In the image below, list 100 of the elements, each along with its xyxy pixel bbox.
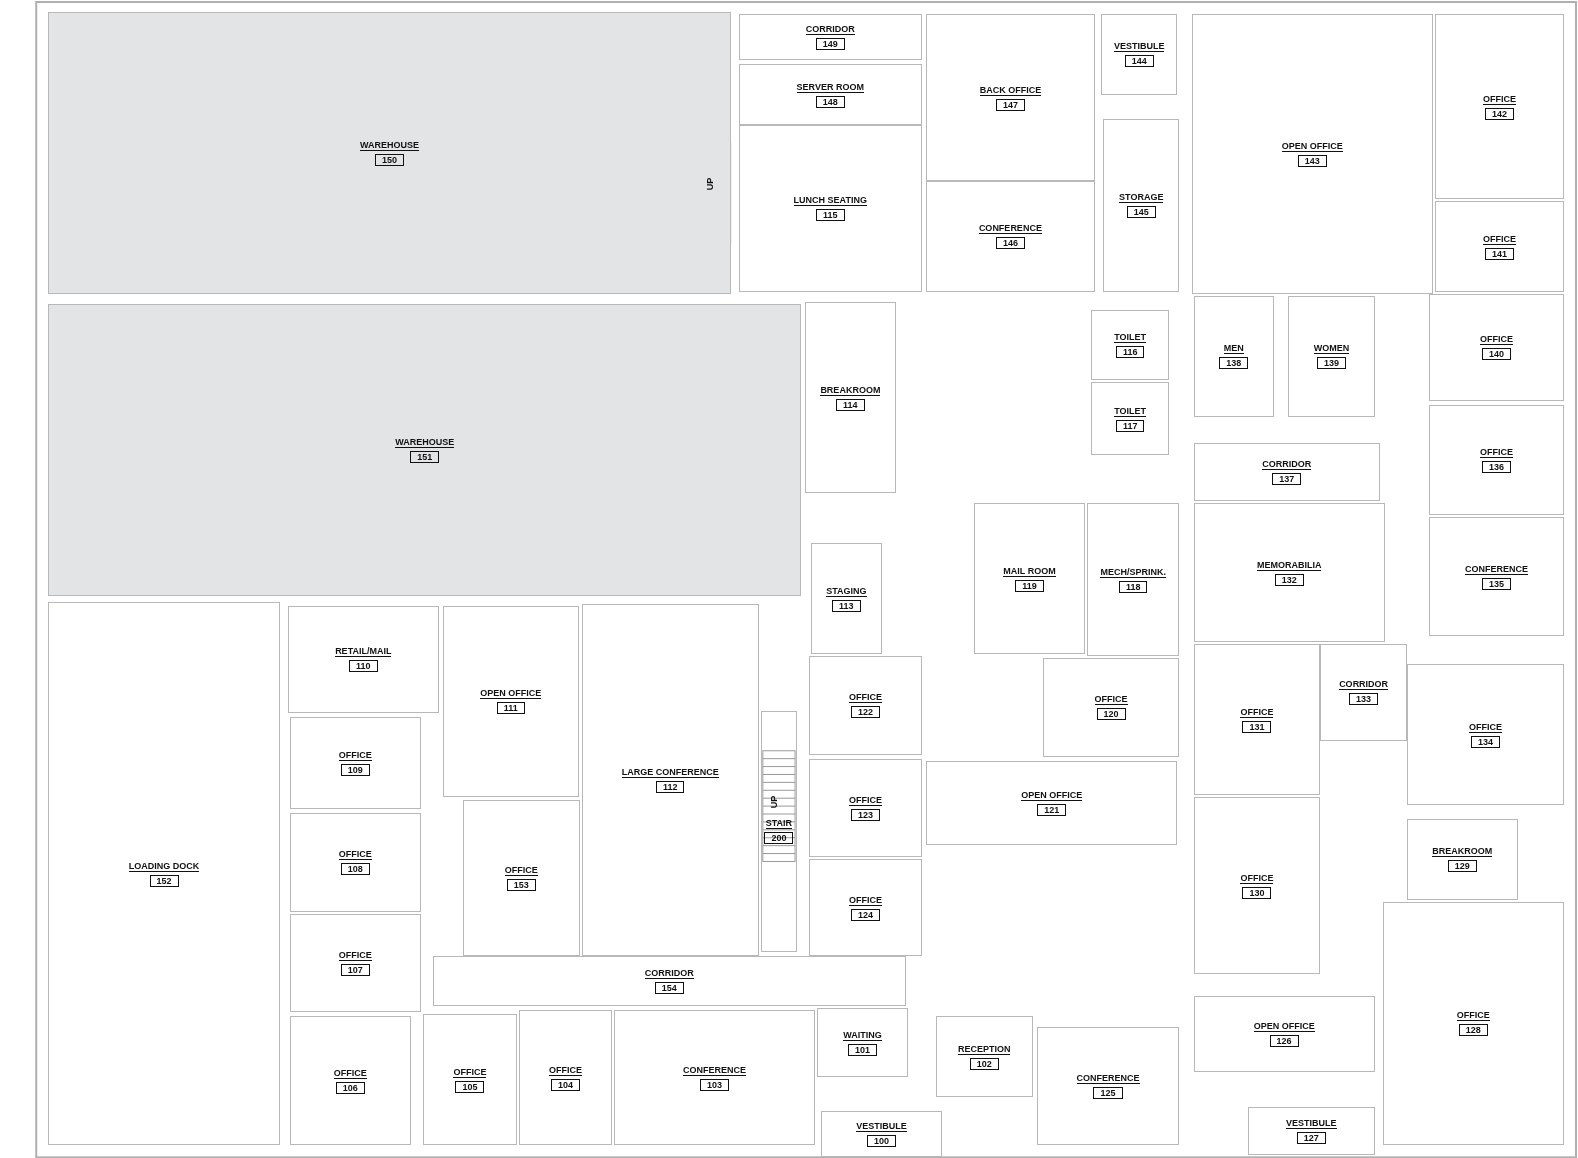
room	[738, 64, 922, 125]
room-name: TOILET	[1114, 332, 1147, 344]
room	[1100, 14, 1178, 95]
room-number: 130	[1242, 886, 1272, 899]
room-name: OFFICE	[1094, 694, 1128, 706]
room-name: OPEN OFFICE	[1253, 1021, 1315, 1033]
room-number: 132	[1274, 573, 1304, 586]
room	[1036, 1026, 1180, 1146]
room-number: 107	[340, 964, 370, 977]
room-name: OFFICE	[1479, 446, 1513, 458]
room-name: CORRIDOR	[644, 968, 694, 980]
room	[287, 605, 439, 713]
room	[1429, 517, 1564, 636]
room-name: OFFICE	[1483, 93, 1516, 105]
room-name: OFFICE	[1483, 233, 1516, 245]
room-number: 113	[832, 599, 861, 612]
room	[1086, 503, 1180, 657]
room-number: 109	[340, 763, 370, 776]
room	[1090, 382, 1170, 455]
stair-direction-label: UP	[769, 795, 780, 809]
room-number: 128	[1458, 1024, 1488, 1037]
room	[1406, 664, 1564, 806]
room	[1320, 644, 1407, 741]
room-name: OPEN OFFICE	[1281, 140, 1343, 152]
room-number: 144	[1124, 55, 1154, 68]
room	[48, 12, 731, 294]
room-name: STORAGE	[1119, 192, 1164, 204]
room	[805, 301, 896, 494]
room	[432, 956, 906, 1007]
room-name: OFFICE	[338, 749, 372, 761]
room	[48, 601, 280, 1146]
room-number: 146	[995, 237, 1025, 250]
room-name: STAIR	[765, 818, 793, 830]
room-number: 123	[850, 809, 880, 822]
room	[581, 603, 759, 957]
room	[1191, 14, 1434, 294]
room-number: 111	[496, 702, 525, 715]
room	[925, 760, 1178, 846]
room-name: OFFICE	[333, 1067, 367, 1079]
room	[1406, 819, 1518, 900]
room-number: 115	[816, 209, 845, 222]
room	[613, 1010, 816, 1146]
room-name: SERVER ROOM	[796, 81, 864, 93]
room-number: 118	[1118, 580, 1148, 593]
room-number: 105	[455, 1080, 485, 1093]
room-number: 112	[655, 780, 685, 793]
room-name: OFFICE	[1479, 334, 1513, 346]
room	[1193, 295, 1275, 417]
room-name: OFFICE	[504, 865, 538, 877]
room	[519, 1010, 612, 1146]
room	[809, 758, 922, 858]
room	[289, 1016, 411, 1146]
room-number: 151	[410, 450, 440, 463]
room-name: CONFERENCE	[1464, 563, 1528, 575]
room-name: OPEN OFFICE	[480, 688, 542, 700]
room	[1435, 201, 1564, 292]
room	[1103, 118, 1180, 292]
room	[738, 14, 922, 61]
room-number: 114	[836, 398, 865, 411]
room-name: WAREHOUSE	[359, 139, 419, 151]
room-name: CONFERENCE	[978, 223, 1042, 235]
room-number: 122	[850, 706, 880, 719]
room-name: MAIL ROOM	[1003, 565, 1056, 577]
room-name: LARGE CONFERENCE	[621, 766, 719, 778]
room	[289, 813, 421, 912]
room-name: VESTIBULE	[856, 1121, 907, 1133]
room-name: OFFICE	[848, 692, 882, 704]
room-number: 147	[995, 98, 1025, 111]
room-name: WAREHOUSE	[395, 436, 455, 448]
room-name: CORRIDOR	[805, 24, 855, 36]
room	[1382, 901, 1564, 1146]
room-name: CONFERENCE	[1076, 1072, 1140, 1084]
room-number: 140	[1481, 348, 1511, 361]
room	[817, 1008, 908, 1077]
room-name: RETAIL/MAIL	[335, 646, 392, 658]
room	[289, 716, 421, 810]
room-name: OFFICE	[848, 795, 882, 807]
room	[1435, 14, 1564, 200]
room-number: 200	[764, 832, 794, 845]
room-name: OFFICE	[1240, 706, 1274, 718]
room	[1193, 644, 1321, 796]
room	[1193, 442, 1380, 502]
room-number: 145	[1126, 206, 1156, 219]
room-name: OFFICE	[848, 894, 882, 906]
room-name: CORRIDOR	[1262, 458, 1312, 470]
room-number: 152	[149, 874, 179, 887]
room	[809, 656, 922, 755]
room	[935, 1016, 1033, 1097]
room-number: 106	[335, 1081, 365, 1094]
room-number: 133	[1349, 693, 1379, 706]
room-number: 127	[1296, 1132, 1326, 1145]
room	[1090, 309, 1170, 381]
room	[1429, 404, 1564, 516]
room-name: MECH/SPRINK.	[1100, 566, 1166, 578]
room-number: 138	[1219, 357, 1249, 370]
room-number: 126	[1269, 1035, 1299, 1048]
room-number: 136	[1481, 460, 1511, 473]
room-number: 108	[340, 863, 370, 876]
room	[289, 913, 421, 1013]
room-name: TOILET	[1114, 405, 1147, 417]
